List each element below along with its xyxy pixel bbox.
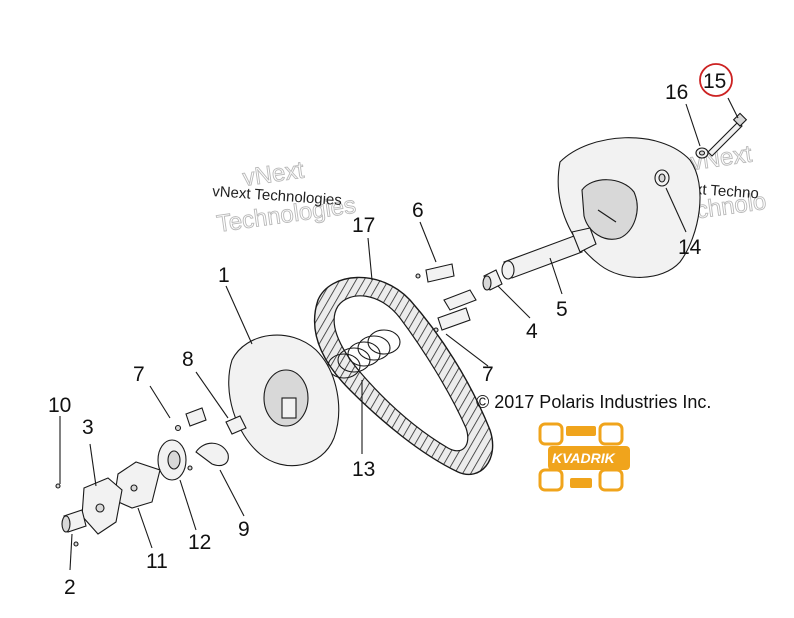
callout-17: 17 [352, 214, 375, 237]
part-14-washer [654, 169, 670, 187]
part-13-spring [327, 329, 401, 379]
callout-13: 13 [352, 458, 375, 481]
part-12-washer [157, 439, 187, 481]
part-1-sheave [228, 334, 340, 467]
part-8-rollers [174, 407, 247, 435]
part-16-washer [695, 147, 709, 159]
part-17-belt [313, 276, 494, 476]
callout-3: 3 [82, 416, 94, 439]
callout-4: 4 [526, 320, 538, 343]
callout-16: 16 [665, 81, 688, 104]
kvadrik-logo-text: KVADRIK [552, 450, 616, 466]
part-4-bushing [482, 269, 503, 291]
part-15-bolt [707, 112, 748, 157]
callout-15-highlight-ring [699, 63, 733, 97]
callout-7-right: 7 [482, 363, 494, 386]
callout-10: 10 [48, 394, 71, 417]
callout-15: 15 [703, 70, 726, 93]
callout-12: 12 [188, 531, 211, 554]
part-11-bracket [113, 461, 161, 509]
callout-1: 1 [218, 264, 230, 287]
part-6-weights [415, 263, 477, 333]
callout-2: 2 [64, 576, 76, 599]
callout-6: 6 [412, 199, 424, 222]
callout-7-left: 7 [133, 363, 145, 386]
part-2-cap [61, 509, 87, 533]
callout-numbers: 1 2 3 4 5 6 7 7 8 9 10 11 12 13 14 15 16… [48, 63, 733, 599]
kvadrik-logo: KVADRIK [538, 422, 630, 492]
part-9-clip [187, 442, 229, 471]
callout-5: 5 [556, 298, 568, 321]
callout-8: 8 [182, 348, 194, 371]
callout-11: 11 [146, 550, 168, 573]
watermark-left: vNext Technologies vNext Technologies [212, 156, 358, 238]
callout-14: 14 [678, 236, 702, 259]
copyright-notice: © 2017 Polaris Industries Inc. [476, 392, 711, 412]
part-10-bolts [55, 483, 79, 547]
leader-lines [59, 97, 739, 571]
part-3-spider [81, 477, 123, 535]
part-5-sleeve [501, 227, 597, 280]
callout-9: 9 [238, 518, 250, 541]
